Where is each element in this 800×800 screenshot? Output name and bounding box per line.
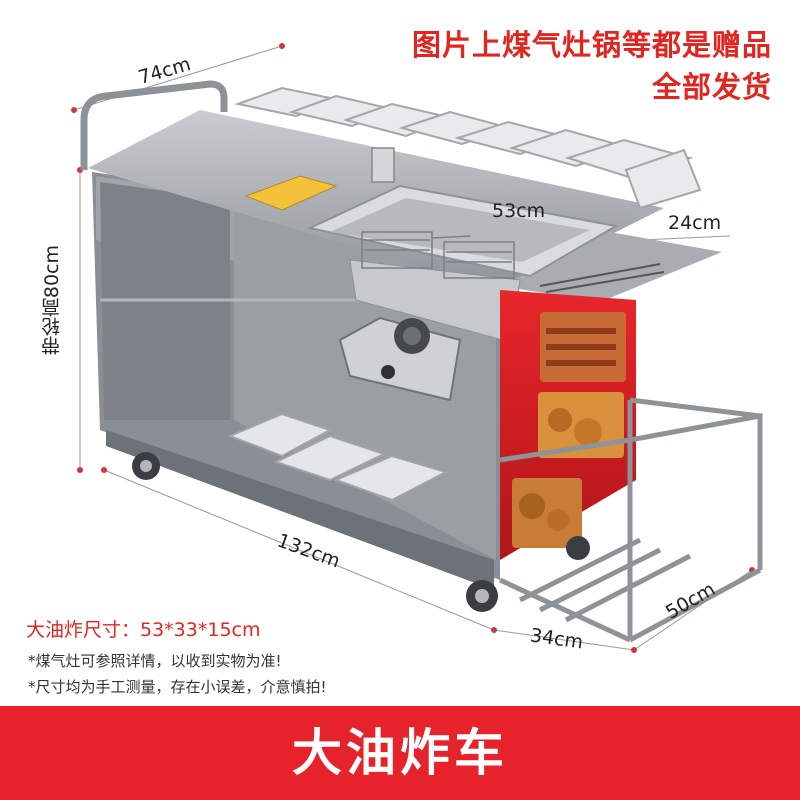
dim-shelf-width: 24cm (668, 212, 722, 234)
title-banner (0, 706, 800, 800)
dim-fryer-width: 53cm (492, 200, 546, 222)
top-trays (234, 86, 702, 210)
promo-line-gifts: 图片上煤气灶锅等都是赠品 (411, 28, 772, 62)
banner-title: 大油炸车 (292, 724, 508, 782)
wheels (132, 452, 590, 612)
fryer-size-spec: 大油炸尺寸：53*33*15cm (26, 619, 261, 641)
dim-height: 带轮高80cm (41, 245, 63, 356)
note-measurement: *尺寸均为手工测量，存在小误差，介意慎拍! (28, 678, 327, 696)
promo-line-shipping: 全部发货 (651, 70, 772, 104)
side-frame (498, 397, 763, 643)
dimension-lines (73, 45, 753, 651)
note-stove: *煤气灶可参照详情，以收到实物为准! (28, 652, 282, 670)
lower-trays (227, 412, 449, 502)
